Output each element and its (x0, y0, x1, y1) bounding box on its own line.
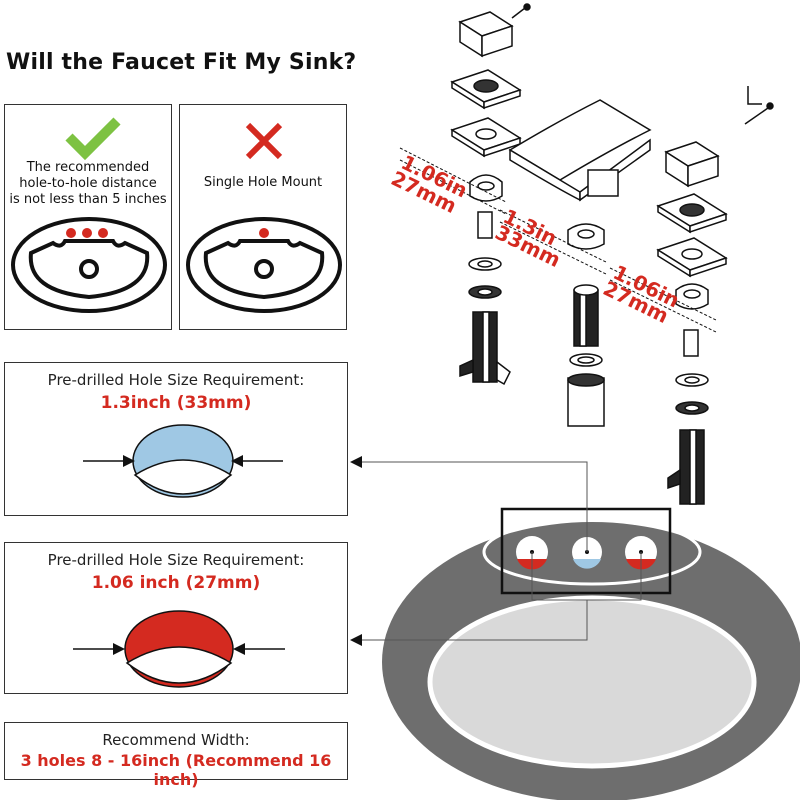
hole-size-27-box: Pre-drilled Hole Size Requirement: 1.06 … (4, 542, 348, 694)
hole-27-heading: Pre-drilled Hole Size Requirement: (47, 551, 305, 569)
width-value: 3 holes 8 - 16inch (Recommend 16 inch) (20, 751, 332, 789)
hole-27-diagram (73, 610, 285, 688)
hole-33-heading: Pre-drilled Hole Size Requirement: (47, 371, 305, 389)
page-title: Will the Faucet Fit My Sink? (6, 50, 357, 75)
hole-33-size: 1.3inch (33mm) (100, 393, 252, 413)
recommended-line-3: is not less than 5 inches (9, 192, 167, 207)
three-hole-sink-icon (11, 217, 167, 313)
check-icon (65, 117, 121, 161)
card-three-hole: The recommended hole-to-hole distance is… (4, 104, 172, 330)
recommended-line-2: hole-to-hole distance (19, 176, 157, 191)
hole-33-diagram (83, 424, 283, 498)
width-heading: Recommend Width: (102, 731, 250, 749)
single-hole-label: Single Hole Mount (203, 175, 323, 190)
single-hole-sink-icon (186, 217, 342, 313)
recommended-line-1: The recommended (26, 160, 150, 175)
recommend-width-box: Recommend Width: 3 holes 8 - 16inch (Rec… (4, 722, 348, 789)
hole-size-33-box: Pre-drilled Hole Size Requirement: 1.3in… (4, 362, 348, 516)
faucet-exploded-view (399, 3, 774, 505)
hole-27-size: 1.06 inch (27mm) (91, 573, 261, 593)
card-single-hole: Single Hole Mount (179, 104, 347, 330)
cross-icon (245, 122, 283, 160)
